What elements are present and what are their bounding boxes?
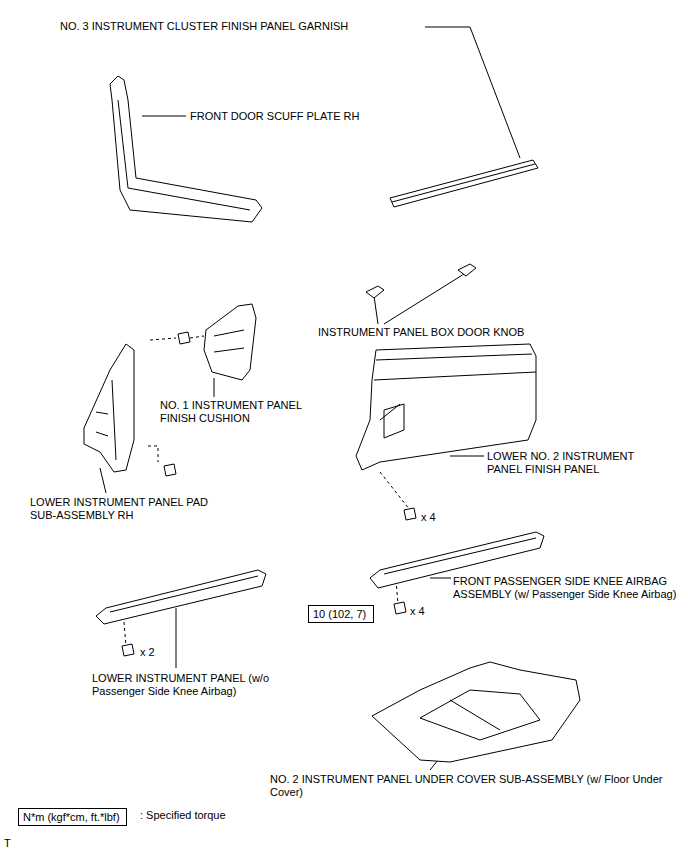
torque-text: 10 (102, 7): [313, 608, 366, 620]
quantity-label: x 4: [421, 511, 436, 524]
torque-text: N*m (kgf*cm, ft.*lbf): [23, 811, 120, 823]
quantity-label: x 4: [410, 605, 425, 618]
part-name: INSTRUMENT PANEL BOX DOOR KNOB: [318, 326, 524, 339]
part-name: LOWER NO. 2 INSTRUMENT PANEL FINISH PANE…: [487, 450, 667, 476]
part-name: FRONT PASSENGER SIDE KNEE AIRBAG ASSEMBL…: [453, 575, 678, 601]
quantity-label: x 2: [140, 646, 155, 659]
torque-box: 10 (102, 7): [308, 605, 374, 623]
part-name: NO. 2 INSTRUMENT PANEL UNDER COVER SUB-A…: [270, 773, 680, 799]
part-name: NO. 1 INSTRUMENT PANEL FINISH CUSHION: [160, 399, 330, 425]
part-name: FRONT DOOR SCUFF PLATE RH: [190, 110, 360, 123]
quantity-label: T: [4, 837, 11, 850]
part-name: LOWER INSTRUMENT PANEL PAD SUB-ASSEMBLY …: [30, 496, 215, 522]
part-name: NO. 3 INSTRUMENT CLUSTER FINISH PANEL GA…: [60, 20, 348, 33]
torque-unit-box: N*m (kgf*cm, ft.*lbf): [18, 808, 127, 826]
part-name: : Specified torque: [140, 809, 226, 822]
part-name: LOWER INSTRUMENT PANEL (w/o Passenger Si…: [92, 672, 302, 698]
